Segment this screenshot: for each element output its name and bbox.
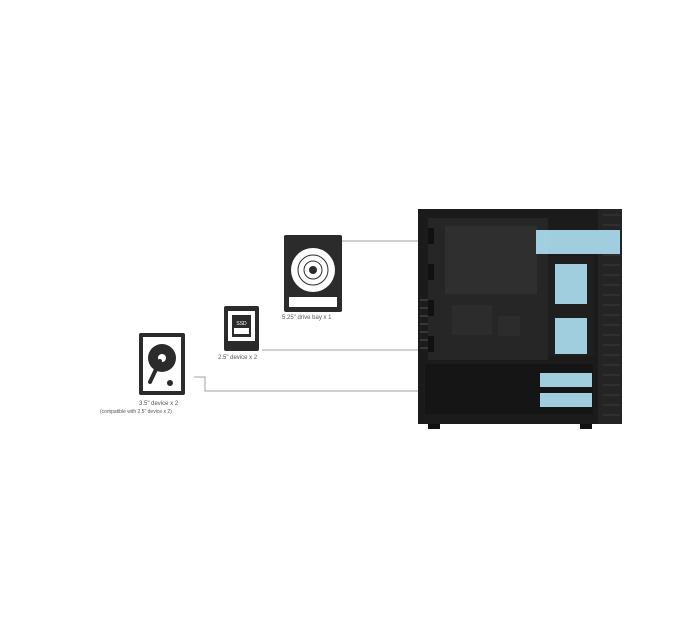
highlight-35-bay-1 xyxy=(540,373,592,387)
highlight-35-bay-2 xyxy=(540,393,592,407)
optical-drive-icon xyxy=(284,235,342,312)
highlight-525-bay xyxy=(536,230,620,254)
ssd-icon-label: SSD xyxy=(236,321,247,327)
pc-case xyxy=(418,209,622,429)
highlight-25-slot-2 xyxy=(555,318,587,354)
label-525-bay: 5.25" drive bay x 1 xyxy=(282,315,332,321)
hdd-icon xyxy=(139,333,185,395)
ssd-icon: SSD xyxy=(224,306,259,351)
label-35-device: 3.5" device x 2 xyxy=(139,401,179,407)
label-35-compat-note: (compatible with 2.5" device x 2) xyxy=(100,409,172,415)
label-25-device: 2.5" device x 2 xyxy=(218,355,258,361)
highlight-25-slot-1 xyxy=(555,264,587,304)
